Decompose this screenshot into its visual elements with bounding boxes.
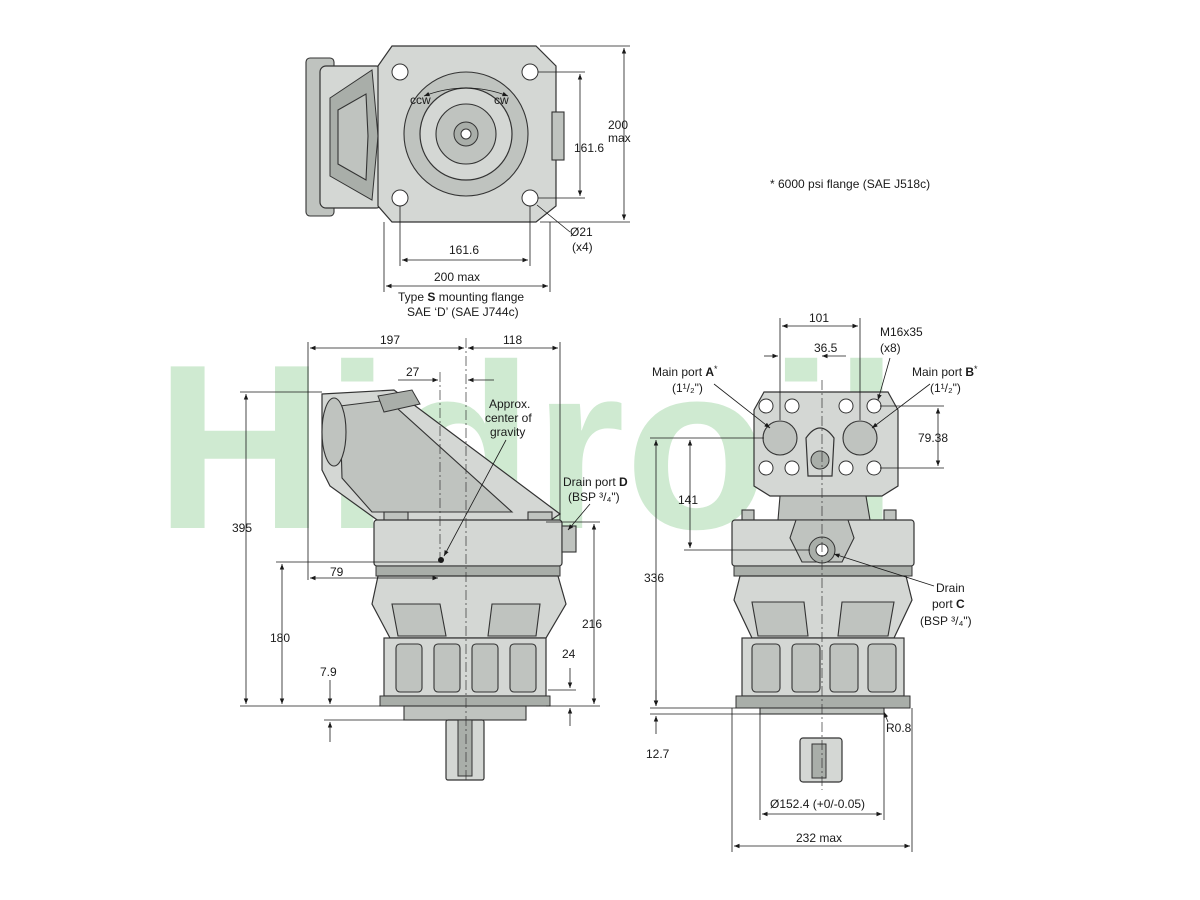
dim-101: 101: [809, 311, 829, 325]
cog-label-line3: gravity: [490, 425, 525, 439]
dim-141: 141: [678, 493, 698, 507]
top-view: ccw cw 200 max 161.6 Ø21 (x4) 161.6 200 …: [305, 45, 631, 319]
top-view-body: [305, 45, 565, 223]
height-max-suffix: max: [608, 131, 631, 145]
drain-port-d-line2: (BSP ³/₄"): [568, 490, 620, 504]
hole-leader: [536, 204, 571, 233]
front-view-body: [731, 391, 915, 783]
height-max-value: 200: [608, 118, 628, 132]
hole-diameter: Ø21: [570, 225, 593, 239]
width-max: 200 max: [434, 270, 480, 284]
dim-197: 197: [380, 333, 400, 347]
dim-27: 27: [406, 365, 420, 379]
hole-count: (x4): [572, 240, 593, 254]
dim-118: 118: [503, 333, 522, 347]
bolt-count: (x8): [880, 341, 901, 355]
dim-336: 336: [644, 571, 664, 585]
dim-180: 180: [270, 631, 290, 645]
bolt-spacing-horizontal: 161.6: [449, 243, 479, 257]
cog-marker: [438, 557, 444, 563]
cog-label-line1: Approx.: [489, 397, 530, 411]
dim-395: 395: [232, 521, 252, 535]
bolt-spacing-vertical: 161.6: [574, 141, 604, 155]
dim-36-5: 36.5: [814, 341, 838, 355]
dim-12-7: 12.7: [646, 747, 670, 761]
main-port-a-label: Main port A*: [652, 364, 718, 379]
main-port-b-label: Main port B*: [912, 364, 978, 379]
main-port-b-size: (1¹/₂"): [930, 381, 961, 395]
drain-port-d-line1: Drain port D: [563, 475, 628, 489]
dim-24: 24: [562, 647, 576, 661]
pilot-diameter: Ø152.4 (+0/-0.05): [770, 797, 865, 811]
cog-label-line2: center of: [485, 411, 532, 425]
cw-label: cw: [494, 93, 509, 107]
flange-caption-line2: SAE ‘D’ (SAE J744c): [407, 305, 519, 319]
side-view-body: [321, 389, 577, 781]
cog-leader: [443, 439, 507, 557]
radius-label: R0.8: [886, 721, 912, 735]
ccw-label: ccw: [410, 93, 431, 107]
dim-79-38: 79.38: [918, 431, 948, 445]
dim-79: 79: [330, 565, 344, 579]
flange-note: * 6000 psi flange (SAE J518c): [770, 177, 930, 191]
drain-port-c-line2: port C: [932, 597, 965, 611]
flange-caption-line1: Type S mounting flange: [398, 290, 524, 304]
main-port-a-size: (1¹/₂"): [672, 381, 703, 395]
bolt-spec: M16x35: [880, 325, 923, 339]
dim-7-9: 7.9: [320, 665, 337, 679]
width-232-max: 232 max: [796, 831, 842, 845]
dim-216: 216: [582, 617, 602, 631]
drain-port-c-line1: Drain: [936, 581, 965, 595]
front-view: 101 36.5 M16x35 (x8) Main port A* (1¹/₂"…: [644, 311, 978, 852]
side-view: 197 118 27 Approx. center of gravity Dra…: [232, 333, 628, 781]
drain-port-c-line3: (BSP ³/₄"): [920, 614, 972, 628]
